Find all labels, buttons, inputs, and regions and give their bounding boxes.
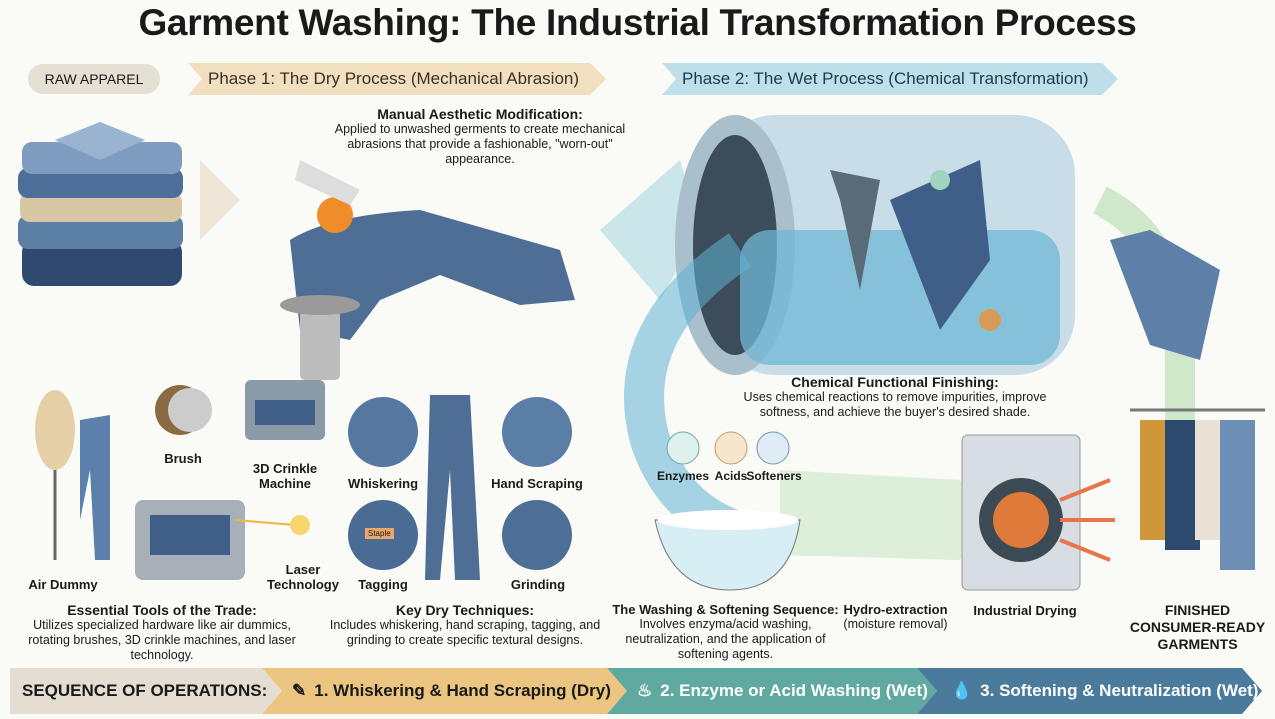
key-dry-block: Key Dry Techniques: Includes whiskering,… [320,602,610,648]
hydro-heading: Hydro-extraction [843,602,948,617]
folded-shirts-icon [18,122,183,286]
label-enzymes: Enzymes [656,469,710,483]
sequence-step-2: ♨ 2. Enzyme or Acid Washing (Wet) [607,668,937,714]
technique-circles [348,395,572,580]
finished-label: FINISHED CONSUMER-READY GARMENTS [1129,602,1266,652]
washing-text: Involves enzyma/acid washing, neutraliza… [625,617,826,661]
garment-rack-icon [1130,408,1265,570]
hydro-block: Hydro-extraction (moisture removal) [838,602,953,632]
step-3-label: 3. Softening & Neutralization (Wet) [980,681,1259,700]
label-laser: Laser Technology [267,562,339,592]
label-hand-scraping: Hand Scraping [491,476,583,491]
drying-label: Industrial Drying [973,603,1077,618]
jeans-grinding-icon [280,160,575,380]
label-softeners: Softeners [746,469,802,483]
step-2-label: 2. Enzyme or Acid Washing (Wet) [660,681,928,700]
key-dry-text: Includes whiskering, hand scraping, tagg… [329,618,601,647]
water-drop-icon: 💧 [951,681,973,700]
brush-icon [155,385,212,435]
essential-text: Utilizes specialized hardware like air d… [28,618,296,662]
scraper-icon: ✎ [292,681,307,700]
washing-heading: The Washing & Softening Sequence: [612,602,839,617]
chemical-heading: Chemical Functional Finishing: [791,374,999,390]
crinkle-machine-icon [245,380,325,440]
green-arrow [780,470,980,560]
sequence-bar: SEQUENCE OF OPERATIONS: ✎ 1. Whiskering &… [10,668,1270,714]
phase-1-banner: Phase 1: The Dry Process (Mechanical Abr… [188,63,606,95]
arrow-icon [200,160,240,240]
manual-heading: Manual Aesthetic Modification: [377,106,583,122]
phase-2-banner: Phase 2: The Wet Process (Chemical Trans… [662,63,1118,95]
wash-basin-icon: ♨ [637,681,653,700]
label-tagging: Tagging [358,577,408,592]
washing-sequence-block: The Washing & Softening Sequence: Involv… [608,602,843,662]
chemical-text: Uses chemical reactions to remove impuri… [743,390,1047,419]
label-acids: Acids [714,469,748,483]
hydro-text: (moisture removal) [843,617,948,631]
label-whiskering: Whiskering [347,476,419,491]
page-title: Garment Washing: The Industrial Transfor… [138,2,1137,43]
tag-label: Staple [365,528,394,539]
essential-heading: Essential Tools of the Trade: [67,602,257,618]
raw-apparel-label: RAW APPAREL [28,64,160,94]
label-grinding: Grinding [510,577,566,592]
chemical-finishing-callout: Chemical Functional Finishing: Uses chem… [735,374,1055,420]
label-brush: Brush [164,451,202,466]
sequence-label: SEQUENCE OF OPERATIONS: [10,668,282,714]
manual-text: Applied to unwashed germents to create m… [334,122,626,166]
step-1-label: 1. Whiskering & Hand Scraping (Dry) [314,681,611,700]
label-air-dummy: Air Dummy [28,577,98,592]
laser-machine-icon [135,500,310,580]
sequence-step-3: 💧 3. Softening & Neutralization (Wet) [917,668,1262,714]
industrial-dryer-icon [961,434,1115,591]
essential-tools-block: Essential Tools of the Trade: Utilizes s… [12,602,312,663]
key-dry-heading: Key Dry Techniques: [395,602,535,618]
hung-shirt-icon [1110,230,1220,360]
sequence-step-1: ✎ 1. Whiskering & Hand Scraping (Dry) [262,668,627,714]
label-crinkle: 3D Crinkle Machine [252,461,318,491]
washing-drum-icon [675,115,1075,375]
mannequin-icon [35,390,110,560]
flow-arrow [600,160,700,300]
chemical-icons [666,431,790,465]
manual-modification-callout: Manual Aesthetic Modification: Applied t… [330,106,630,167]
basin-icon [654,510,801,591]
